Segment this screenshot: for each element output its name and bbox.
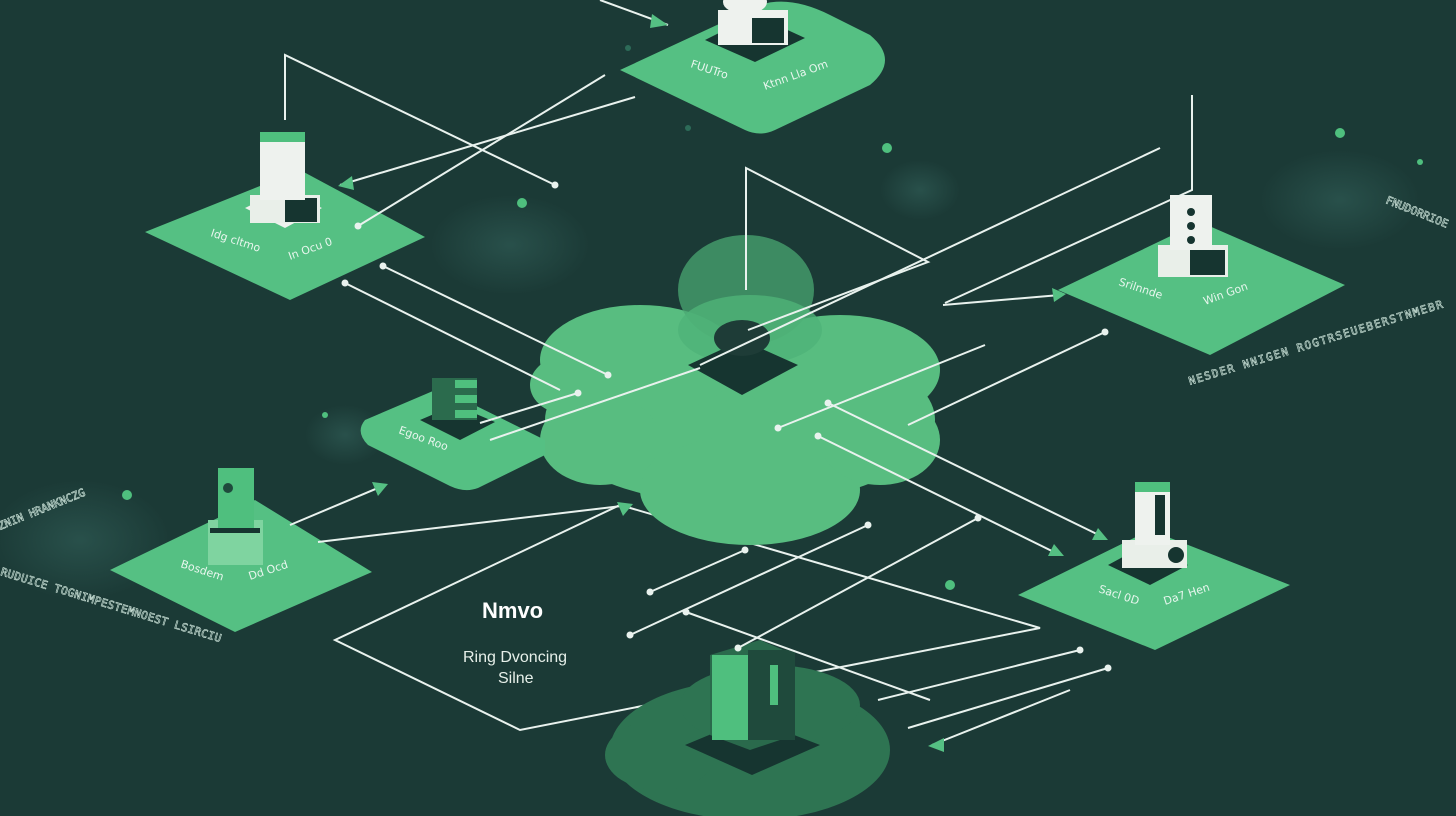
tile-bottom-right[interactable]: Sacl 0D Da7 Hen bbox=[1018, 482, 1290, 650]
decorative-dots bbox=[122, 45, 1423, 590]
tile-small-left[interactable]: Egoo Roo bbox=[360, 378, 545, 491]
center-title: Nmvo bbox=[482, 598, 543, 623]
central-cloud bbox=[530, 305, 940, 545]
bottom-building bbox=[685, 640, 820, 775]
connector-lines bbox=[284, 0, 1193, 746]
arrow-icon bbox=[617, 502, 633, 516]
connector-endpoints bbox=[341, 181, 1112, 672]
arrowheads bbox=[338, 14, 1108, 752]
center-subtitle-line2: Silne bbox=[498, 670, 534, 687]
tile-top[interactable]: FUUTro Ktnn Lla Om bbox=[620, 0, 885, 134]
arrow-icon bbox=[1092, 528, 1108, 540]
tile-right[interactable]: Srilnnde Win Gon bbox=[1058, 195, 1345, 355]
center-subtitle-line1: Ring Dvoncing bbox=[463, 649, 567, 666]
tile-left-top[interactable]: Idg cltmo In Ocu 0 bbox=[145, 132, 425, 300]
arrow-icon bbox=[1052, 288, 1066, 302]
outline-diamond bbox=[332, 503, 1041, 732]
tile-left-bottom[interactable]: Bosdem Dd Ocd bbox=[110, 468, 372, 632]
arrow-icon bbox=[650, 14, 668, 28]
arrow-icon bbox=[372, 482, 388, 496]
arrow-icon bbox=[1048, 544, 1064, 556]
arrow-icon bbox=[338, 176, 354, 190]
background-haze bbox=[0, 150, 1420, 600]
arrow-icon bbox=[928, 738, 944, 752]
